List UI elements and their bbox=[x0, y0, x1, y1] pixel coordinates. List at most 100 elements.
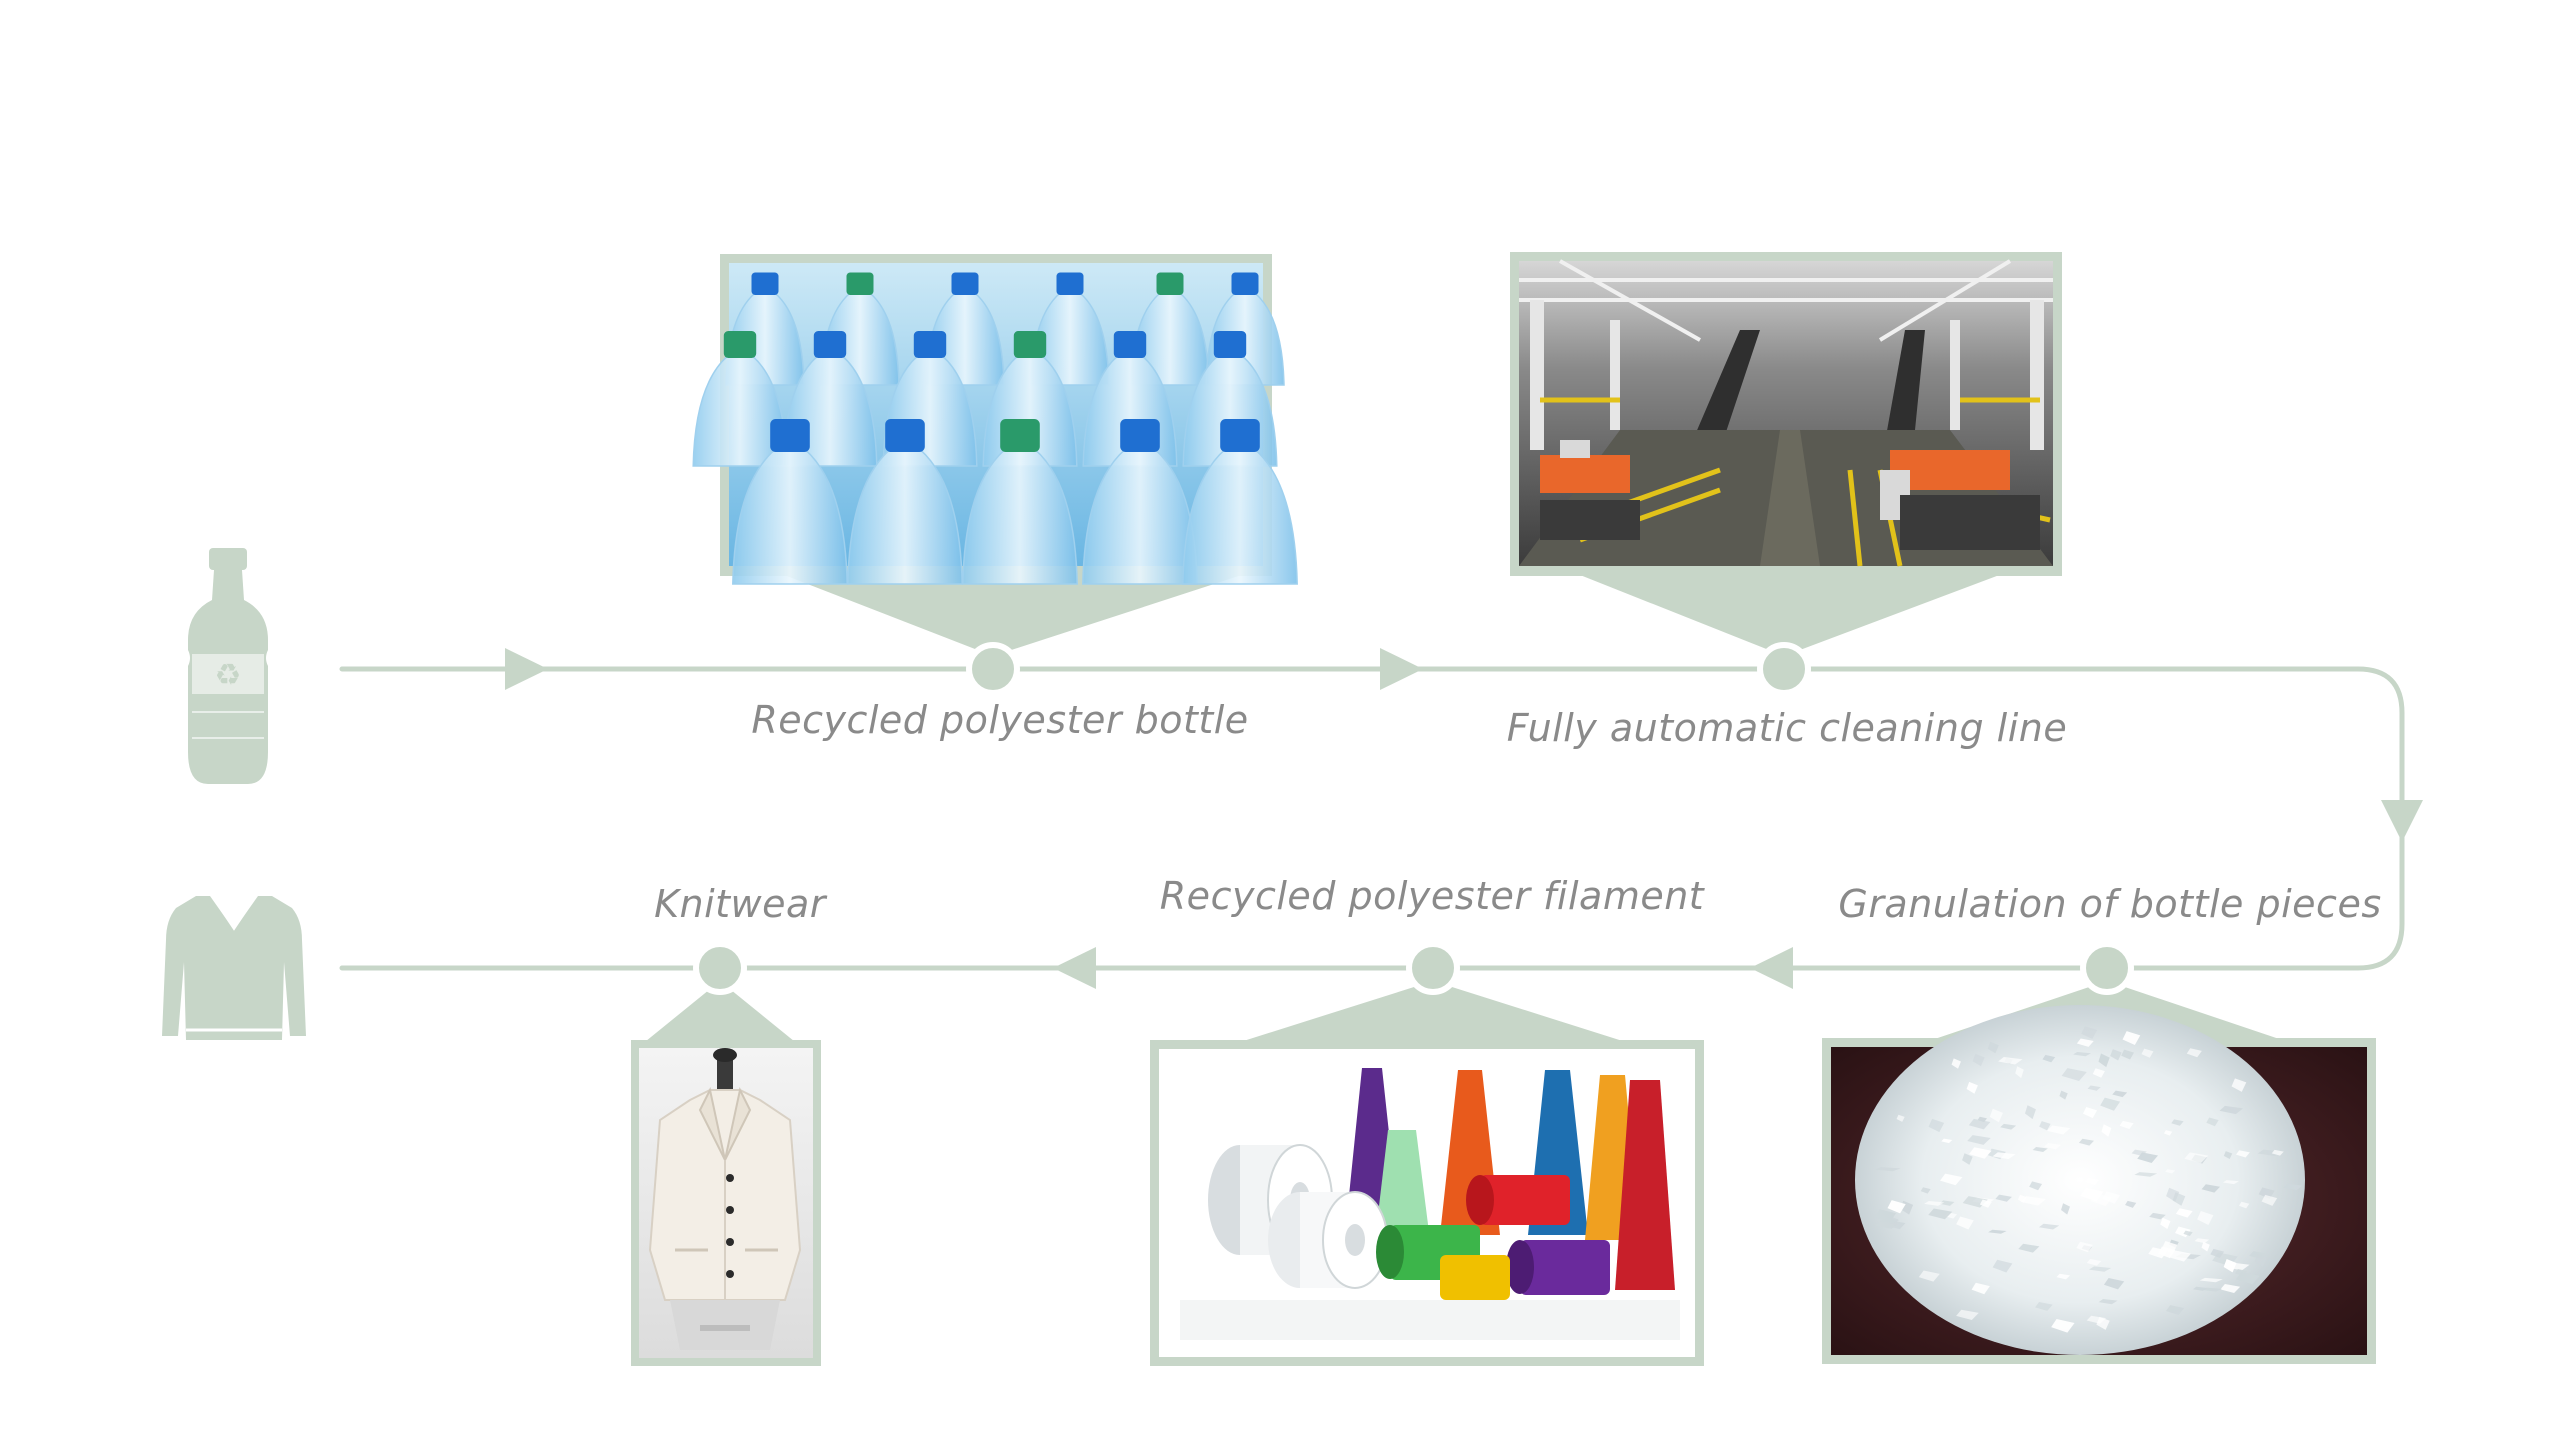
bottle-shape bbox=[962, 449, 1078, 585]
bottle-cap bbox=[846, 272, 874, 295]
flake bbox=[2100, 1097, 2121, 1111]
flake bbox=[1962, 1153, 1973, 1165]
flake bbox=[2235, 1150, 2250, 1158]
svg-text:♻: ♻ bbox=[215, 658, 242, 693]
flake bbox=[2029, 1181, 2043, 1191]
photo-callout bbox=[1215, 981, 1651, 1050]
bottle-cap bbox=[723, 331, 757, 358]
flake bbox=[2183, 1230, 2193, 1237]
flake bbox=[1967, 1135, 1991, 1145]
bottle-cap bbox=[885, 419, 925, 452]
flake bbox=[1992, 1152, 2016, 1160]
bottle-cap bbox=[1113, 331, 1147, 358]
flake bbox=[2134, 1172, 2158, 1177]
flake bbox=[2258, 1187, 2275, 1199]
flake bbox=[1924, 1200, 1945, 1206]
arrow-down bbox=[2381, 800, 2423, 842]
flake bbox=[2092, 1068, 2105, 1078]
flake bbox=[2165, 1169, 2176, 1174]
flake bbox=[2224, 1262, 2250, 1271]
flake bbox=[2081, 1026, 2098, 1039]
flake bbox=[2039, 1121, 2051, 1131]
flake bbox=[1968, 1118, 1991, 1130]
step-cleaning bbox=[1510, 252, 2062, 696]
flake bbox=[2197, 1211, 2214, 1225]
flake bbox=[2020, 1196, 2046, 1206]
flake bbox=[2061, 1068, 2087, 1081]
flake bbox=[2141, 1048, 2154, 1058]
flake bbox=[2168, 1250, 2191, 1262]
arrow-left-1 bbox=[1750, 947, 1793, 989]
arrow-right-1 bbox=[505, 648, 548, 690]
arrow-left-2 bbox=[1053, 947, 1096, 989]
bottle-cap bbox=[951, 272, 979, 295]
flake bbox=[1939, 1200, 1955, 1206]
step-node bbox=[693, 941, 747, 995]
yarn-spools-photo bbox=[1159, 1049, 1695, 1357]
flake bbox=[2172, 1192, 2186, 1206]
bottle-cap bbox=[913, 331, 947, 358]
flake bbox=[1988, 1229, 2007, 1234]
sweater-icon bbox=[162, 896, 306, 1040]
flake bbox=[2056, 1273, 2071, 1280]
flake bbox=[1992, 1259, 2013, 1273]
flake bbox=[1875, 1167, 1901, 1172]
flake bbox=[2137, 1152, 2158, 1164]
recycled-bottle-icon: ♻ bbox=[188, 548, 268, 784]
flake bbox=[1977, 1116, 1988, 1123]
flake bbox=[2086, 1315, 2107, 1324]
bottle-cap bbox=[1213, 331, 1247, 358]
step-node bbox=[2080, 941, 2134, 995]
flake bbox=[2231, 1078, 2247, 1092]
flake bbox=[2193, 1286, 2208, 1291]
flake bbox=[2032, 1146, 2048, 1153]
photo-callout bbox=[774, 571, 1254, 656]
flake bbox=[1956, 1309, 1979, 1320]
flake bbox=[2061, 1203, 2070, 1215]
step-granulation bbox=[1822, 941, 2376, 1364]
flake bbox=[2101, 1124, 2112, 1137]
flake bbox=[2222, 1180, 2239, 1185]
flake bbox=[2098, 1299, 2118, 1305]
flake bbox=[2219, 1105, 2244, 1115]
flake bbox=[2044, 1143, 2062, 1150]
flake bbox=[1971, 1282, 1990, 1295]
flakes-photo bbox=[1831, 1005, 2367, 1355]
arrow-right-2 bbox=[1380, 648, 1423, 690]
flake bbox=[2078, 1138, 2094, 1146]
flake bbox=[2076, 1241, 2093, 1253]
flake bbox=[2015, 1066, 2024, 1079]
flake bbox=[2239, 1201, 2250, 1209]
flake bbox=[1940, 1173, 1963, 1186]
flake bbox=[2201, 1241, 2210, 1252]
flake bbox=[2098, 1053, 2110, 1068]
flake bbox=[2119, 1120, 2134, 1130]
flake bbox=[1928, 1118, 1945, 1133]
label-fully-automatic-cleaning-line: Fully automatic cleaning line bbox=[1506, 706, 2068, 750]
flake bbox=[2184, 1152, 2209, 1164]
photo-callout bbox=[1570, 571, 2010, 656]
flake bbox=[2220, 1284, 2241, 1294]
flake bbox=[1920, 1187, 1931, 1194]
flake bbox=[1969, 1147, 1992, 1159]
step-knitwear bbox=[631, 941, 821, 1366]
flake bbox=[1987, 1041, 1999, 1054]
step-node bbox=[966, 642, 1020, 696]
step-bottle bbox=[692, 254, 1298, 696]
flake bbox=[2018, 1243, 2040, 1253]
label-recycled-polyester-bottle: Recycled polyester bottle bbox=[751, 698, 1249, 742]
flake bbox=[2160, 1217, 2171, 1230]
flake bbox=[1879, 1218, 1900, 1224]
flake bbox=[2186, 1048, 2202, 1058]
flake bbox=[2121, 1049, 2135, 1060]
flake bbox=[2161, 1241, 2178, 1255]
flake bbox=[2059, 1090, 2068, 1100]
bottle-cap bbox=[1013, 331, 1047, 358]
flake bbox=[1887, 1200, 1906, 1214]
label-knitwear: Knitwear bbox=[654, 882, 826, 926]
label-recycled-polyester-filament: Recycled polyester filament bbox=[1159, 874, 1705, 918]
bottle-cap bbox=[1056, 272, 1084, 295]
factory-photo bbox=[1519, 259, 2053, 567]
flake bbox=[1972, 1053, 1985, 1067]
step-node bbox=[1406, 941, 1460, 995]
